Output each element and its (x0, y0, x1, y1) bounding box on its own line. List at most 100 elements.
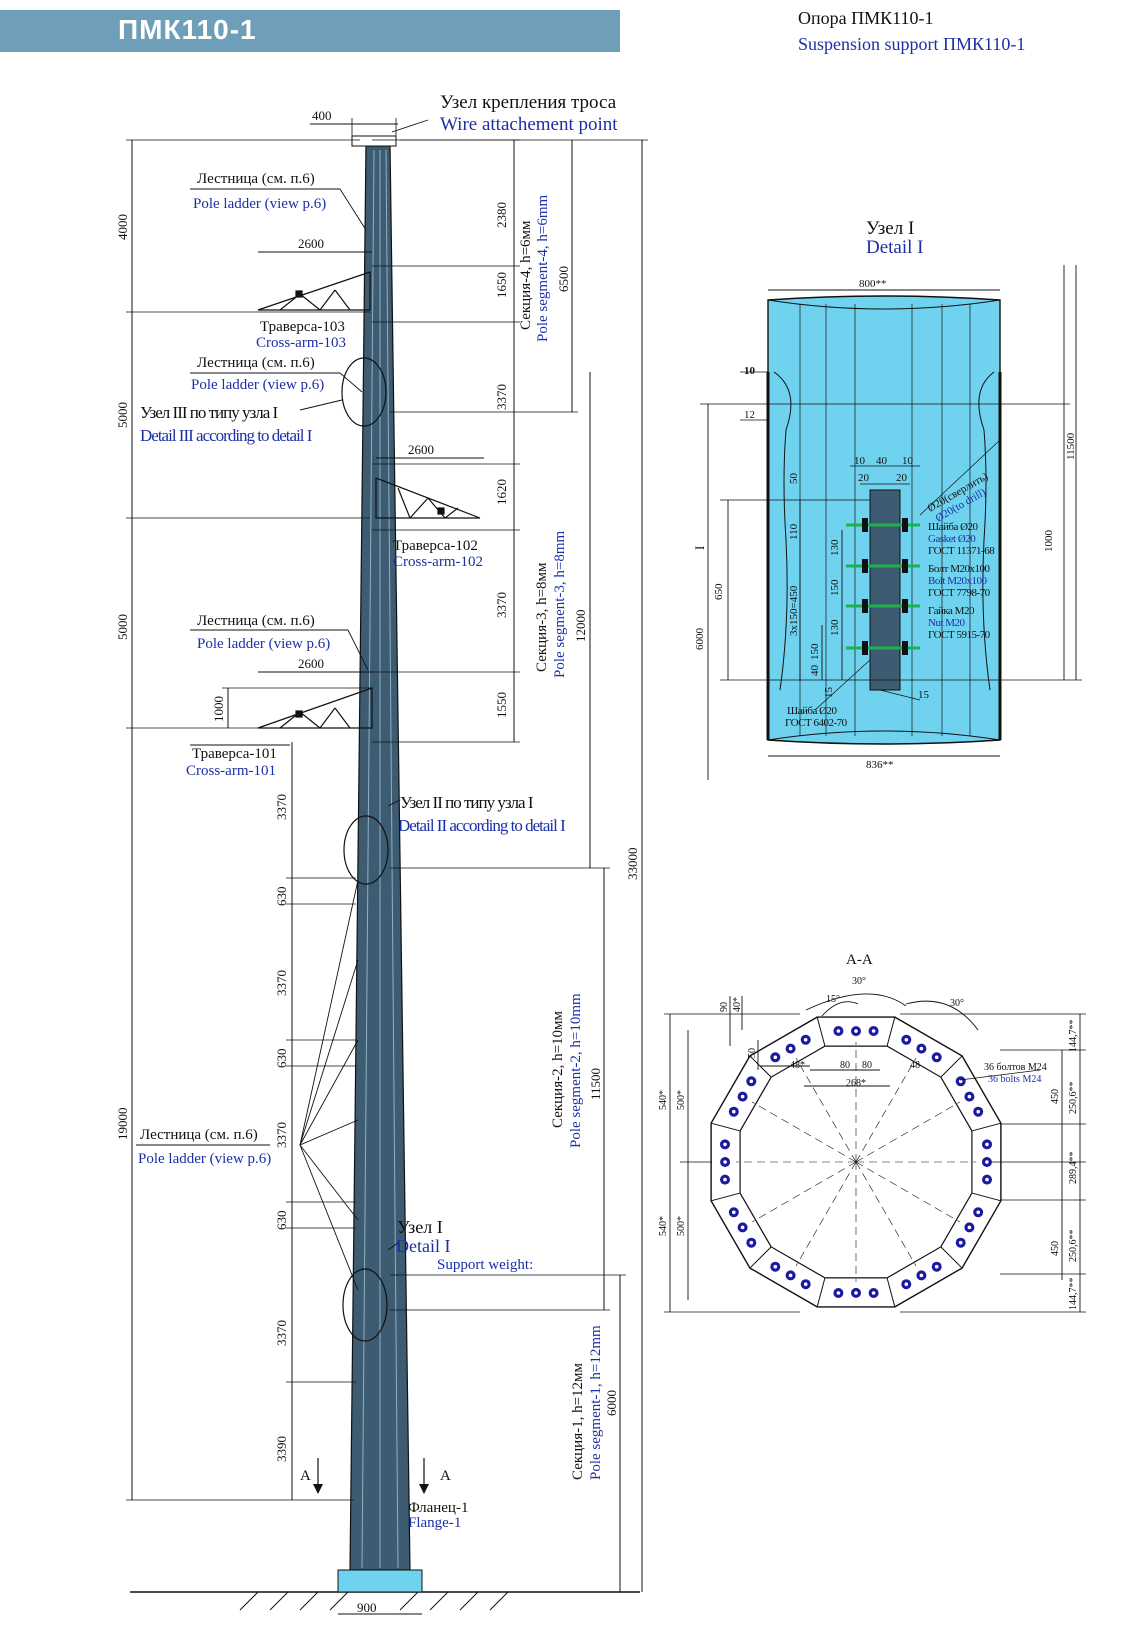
section-dim-5: 80 (840, 1060, 850, 1071)
section-dim-15: 250,6** (1068, 1082, 1079, 1115)
bolt-hole (732, 1210, 736, 1215)
section-dim-9: 540* (658, 1090, 669, 1110)
bolt-hole (967, 1225, 972, 1230)
ladder-4-ru: Лестница (см. п.6) (140, 1127, 258, 1143)
wire-point-ru: Узел крепления троса (440, 92, 617, 113)
crossarm-102-en: Cross-arm-102 (393, 554, 483, 570)
right-dim-3: 3370 (494, 384, 509, 410)
joint-flange (940, 1246, 963, 1269)
section-1-length: 6000 (604, 1390, 619, 1416)
flange-1 (337, 1569, 423, 1593)
detail-1-drawing (700, 265, 1082, 780)
bolt-hole (967, 1094, 972, 1099)
detail-dim-7: 20 (896, 472, 908, 484)
ladder-3-en: Pole ladder (view p.6) (197, 636, 330, 652)
crossarm-101-en: Cross-arm-101 (186, 763, 276, 779)
center-line (751, 1101, 857, 1163)
base-width-dim: 900 (357, 1600, 377, 1615)
detail-dim-5: 10 (902, 455, 914, 467)
section-3-en: Pole segment-3, h=8mm (552, 530, 568, 678)
bolts-note-ru: 36 болтов М24 (984, 1062, 1047, 1073)
right-dim-1: 2380 (494, 202, 509, 228)
left-dim-2: 5000 (115, 402, 130, 428)
detail-dim-6: 20 (858, 472, 870, 484)
section-3-ru: Секция-3, h=8мм (534, 562, 550, 672)
pole-annotations: Узел крепления троса Wire attachement po… (115, 92, 640, 1615)
bolt-hole (740, 1225, 745, 1230)
detail-3-ru: Узел III по типу узла I (140, 403, 278, 422)
part-1-std: ГОСТ 11371-68 (928, 545, 995, 557)
bolt-hole (854, 1291, 858, 1295)
section-dim-16: 289,4** (1068, 1152, 1079, 1185)
lower-dim-4: 630 (274, 1049, 289, 1069)
bolt-hole (919, 1273, 924, 1278)
crossarm-102-ru: Траверса-102 (393, 538, 478, 554)
right-dim-6: 1550 (494, 692, 509, 718)
detail-dim-4: 40 (876, 455, 888, 467)
section-angle-1: 30° (852, 976, 866, 987)
drawing-code: ПМК110-1 (118, 14, 257, 45)
bolt-hole (836, 1291, 841, 1295)
joint-flange (749, 1055, 772, 1078)
bolt-hole (836, 1029, 841, 1033)
section-joint-flanges (710, 1016, 1002, 1308)
detail-dim-17: 650 (713, 583, 725, 600)
bolt-hole (985, 1177, 989, 1182)
joint-flange (940, 1055, 963, 1078)
section-dim-3: 50 (747, 1048, 758, 1058)
joint-flange (749, 1246, 772, 1269)
section-dim-1: 90 (719, 1002, 730, 1012)
center-line (855, 1101, 961, 1163)
detail-dim-21: 15 (918, 689, 930, 701)
bolt-hole (904, 1038, 909, 1042)
bolt-hole (773, 1264, 778, 1269)
detail-1-title-en: Detail I (866, 237, 924, 258)
center-line (751, 1161, 857, 1223)
total-height: 33000 (625, 848, 640, 881)
crossarm-101-ru: Траверса-101 (192, 746, 277, 762)
detail-3-marker (341, 357, 387, 427)
bolt-hole (958, 1240, 963, 1245)
washer-std: ГОСТ 6402-70 (785, 717, 848, 729)
lower-dim-8: 3390 (274, 1436, 289, 1462)
section-4-length: 6500 (556, 266, 571, 292)
title-banner: ПМК110-1 (0, 10, 620, 52)
lower-dim-2: 630 (274, 887, 289, 907)
section-dim-7: 48 (910, 1060, 920, 1071)
lower-dim-1: 3370 (274, 794, 289, 820)
washer-ru: Шайба Ø20 (787, 705, 838, 717)
bolt-hole (919, 1046, 924, 1051)
section-dim-19: 144,7** (1068, 1278, 1079, 1311)
detail-dim-11: 150 (829, 579, 841, 596)
section-angle-2: 15° (826, 994, 840, 1005)
left-dim-1: 4000 (115, 214, 130, 240)
joint-flange (886, 1016, 896, 1047)
right-dim-2: 1650 (494, 272, 509, 298)
right-dim-5: 3370 (494, 592, 509, 618)
drawing-title-ru: Опора ПМК110-1 (798, 8, 934, 28)
bolt-hole (985, 1160, 989, 1164)
crossarm-101 (257, 687, 373, 729)
wire-cap (351, 135, 397, 147)
center-line (855, 1161, 917, 1267)
section-center-lines (736, 1042, 976, 1282)
wire-point-en: Wire attachement point (440, 114, 618, 135)
center-line (795, 1161, 857, 1267)
detail-dim-15: 15 (823, 687, 835, 699)
bolt-hole (976, 1109, 980, 1114)
section-1-ru: Секция-1, h=12мм (570, 1362, 586, 1480)
bolt-hole (773, 1055, 778, 1060)
ladder-4-en: Pole ladder (view p.6) (138, 1151, 271, 1167)
bolt-hole (854, 1029, 858, 1033)
section-dim-14: 450 (1050, 1089, 1061, 1104)
bolt-hole (871, 1029, 876, 1033)
support-weight: Support weight: (437, 1257, 533, 1273)
section-aa-title: А-А (846, 952, 873, 968)
bolt-hole (732, 1109, 736, 1114)
part-3-en: Nut M20 (928, 617, 966, 629)
cut-label-right: A (440, 1468, 451, 1484)
section-dim-13: 144,7** (1068, 1020, 1079, 1053)
lower-dim-6: 630 (274, 1211, 289, 1231)
ladder-2-en: Pole ladder (view p.6) (191, 377, 324, 393)
